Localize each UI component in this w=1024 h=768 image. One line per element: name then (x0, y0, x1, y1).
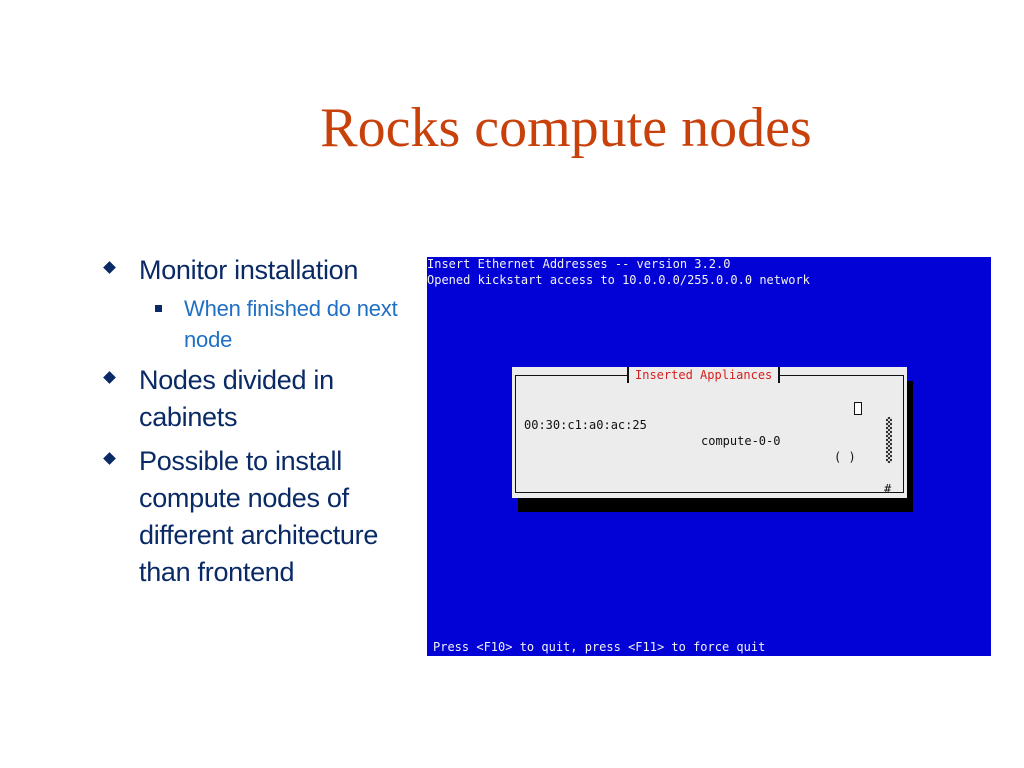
diamond-bullet-icon (103, 261, 116, 274)
appliance-mac-address: 00:30:c1:a0:ac:25 (524, 418, 647, 432)
scrollbar-track[interactable] (886, 417, 892, 463)
bullet-list: Monitor installation When finished do ne… (103, 252, 403, 598)
bullet-item-monitor: Monitor installation When finished do ne… (103, 252, 403, 355)
inserted-appliances-dialog: Inserted Appliances 00:30:c1:a0:ac:25 co… (512, 367, 907, 498)
slide-title: Rocks compute nodes (320, 97, 812, 159)
sub-bullet-text: When finished do next node (184, 296, 398, 352)
bullet-text: Nodes divided in cabinets (139, 365, 334, 432)
diamond-bullet-icon (103, 452, 116, 465)
terminal-header-version: Insert Ethernet Addresses -- version 3.2… (427, 257, 731, 271)
diamond-bullet-icon (103, 371, 116, 384)
bullet-text: Possible to install compute nodes of dif… (139, 446, 379, 587)
scrollbar-thumb[interactable]: # (884, 482, 892, 496)
appliance-row[interactable]: 00:30:c1:a0:ac:25 compute-0-0 ( ) # (524, 401, 894, 496)
bullet-text: Monitor installation (139, 255, 359, 285)
bullet-item-cabinets: Nodes divided in cabinets (103, 362, 403, 436)
square-bullet-icon (155, 305, 162, 312)
appliance-name: compute-0-0 (701, 434, 781, 448)
terminal-header-kickstart: Opened kickstart access to 10.0.0.0/255.… (427, 273, 810, 287)
dialog-title: Inserted Appliances (627, 367, 781, 383)
sub-bullet-list: When finished do next node (139, 293, 403, 355)
sub-bullet-item: When finished do next node (139, 293, 403, 355)
appliance-select-toggle[interactable]: ( ) (834, 450, 856, 464)
text-cursor-icon (854, 402, 862, 415)
bullet-item-architecture: Possible to install compute nodes of dif… (103, 443, 403, 591)
terminal-screenshot: Insert Ethernet Addresses -- version 3.2… (427, 257, 991, 656)
terminal-footer-hint: Press <F10> to quit, press <F11> to forc… (433, 640, 766, 654)
